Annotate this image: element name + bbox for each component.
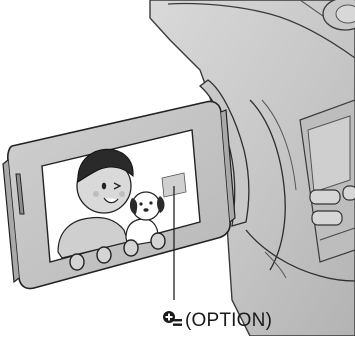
panel-button[interactable] [70,254,84,270]
panel-button[interactable] [151,233,165,249]
option-label-text: (OPTION) [185,311,272,330]
lcd-panel [3,101,235,288]
panel-button[interactable] [124,240,138,256]
callout-option-label: (OPTION) [161,306,355,334]
panel-button[interactable] [97,247,111,263]
option-button-icon [161,310,185,330]
